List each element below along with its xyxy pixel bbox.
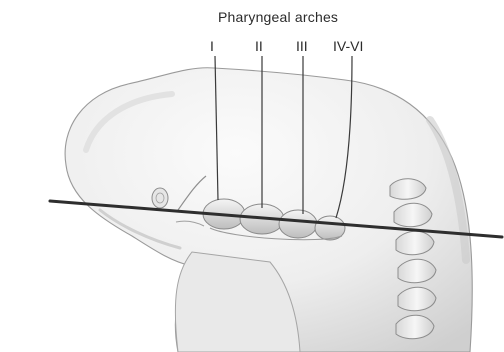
arch-label-ii: II [255,38,263,54]
diagram-title: Pharyngeal arches [218,9,338,25]
arch-label-i: I [210,38,214,54]
arch-label-iii: III [296,38,308,54]
otic-placode [152,188,168,208]
arch-label-iv-vi: IV-VI [333,38,363,54]
